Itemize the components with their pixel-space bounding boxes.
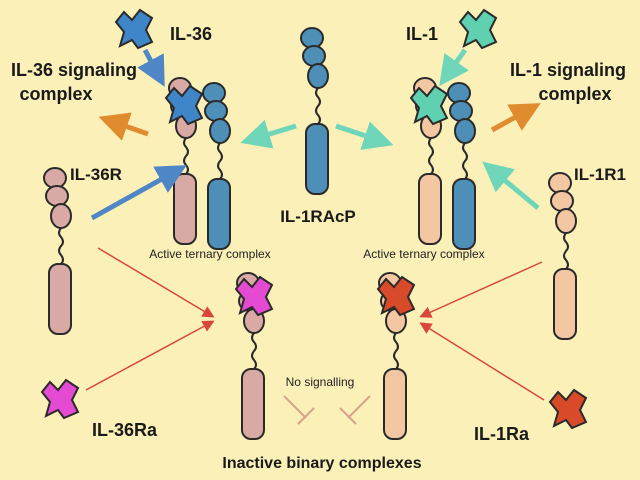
arrow-il36ra-to-inactive — [85, 320, 215, 391]
il1-label: IL-1 — [406, 24, 438, 44]
il1-signaling-line1: IL-1 signaling — [510, 60, 626, 80]
arrow-il1-complex-signal — [490, 103, 541, 133]
il36r-receptor — [43, 167, 72, 335]
il36r-il36ra-complex — [235, 272, 273, 440]
arrow-il36-to-complex — [137, 48, 165, 87]
arrow-il1r1-to-complex — [482, 161, 540, 210]
inactive-binary-label: Inactive binary complexes — [222, 455, 421, 472]
active-ternary-left: Active ternary complex — [149, 247, 270, 261]
il36-label: IL-36 — [170, 24, 212, 44]
arrow-il1r1-to-inactive — [419, 261, 543, 318]
arrow-racp-to-right — [335, 121, 394, 150]
arrow-il36r-to-inactive — [97, 247, 215, 318]
il1racp-receptor — [300, 27, 329, 195]
il1-ligand-icon — [459, 9, 497, 49]
il1-signaling-line2: complex — [538, 84, 611, 104]
active-ternary-right: Active ternary complex — [363, 247, 484, 261]
arrow-il36-complex-signal — [98, 112, 149, 141]
inhibition-right — [339, 395, 371, 425]
arrow-il1-to-complex — [439, 48, 469, 87]
il1racp-label: IL-1RAcP — [280, 207, 356, 226]
il1ra-ligand-icon — [549, 389, 587, 429]
il1-signaling-complex — [410, 77, 476, 250]
il36-signaling-line2: complex — [19, 84, 92, 104]
il36ra-label: IL-36Ra — [92, 420, 158, 440]
il36r-label: IL-36R — [70, 165, 122, 184]
arrow-il1ra-to-inactive — [419, 322, 545, 401]
il36-signaling-line1: IL-36 signaling — [11, 60, 137, 80]
il36ra-ligand-icon — [41, 379, 79, 419]
il1ra-label: IL-1Ra — [474, 424, 530, 444]
arrow-racp-to-left — [240, 119, 297, 149]
il36-ligand-icon — [115, 9, 153, 49]
il1r1-il1ra-complex — [377, 272, 415, 440]
inhibition-left — [283, 395, 315, 425]
il36-signaling-complex — [165, 77, 231, 250]
il1r1-label: IL-1R1 — [574, 165, 626, 184]
no-signalling-label: No signalling — [286, 375, 355, 389]
il1r1-receptor — [548, 172, 577, 340]
arrow-il36r-to-complex — [90, 165, 187, 221]
